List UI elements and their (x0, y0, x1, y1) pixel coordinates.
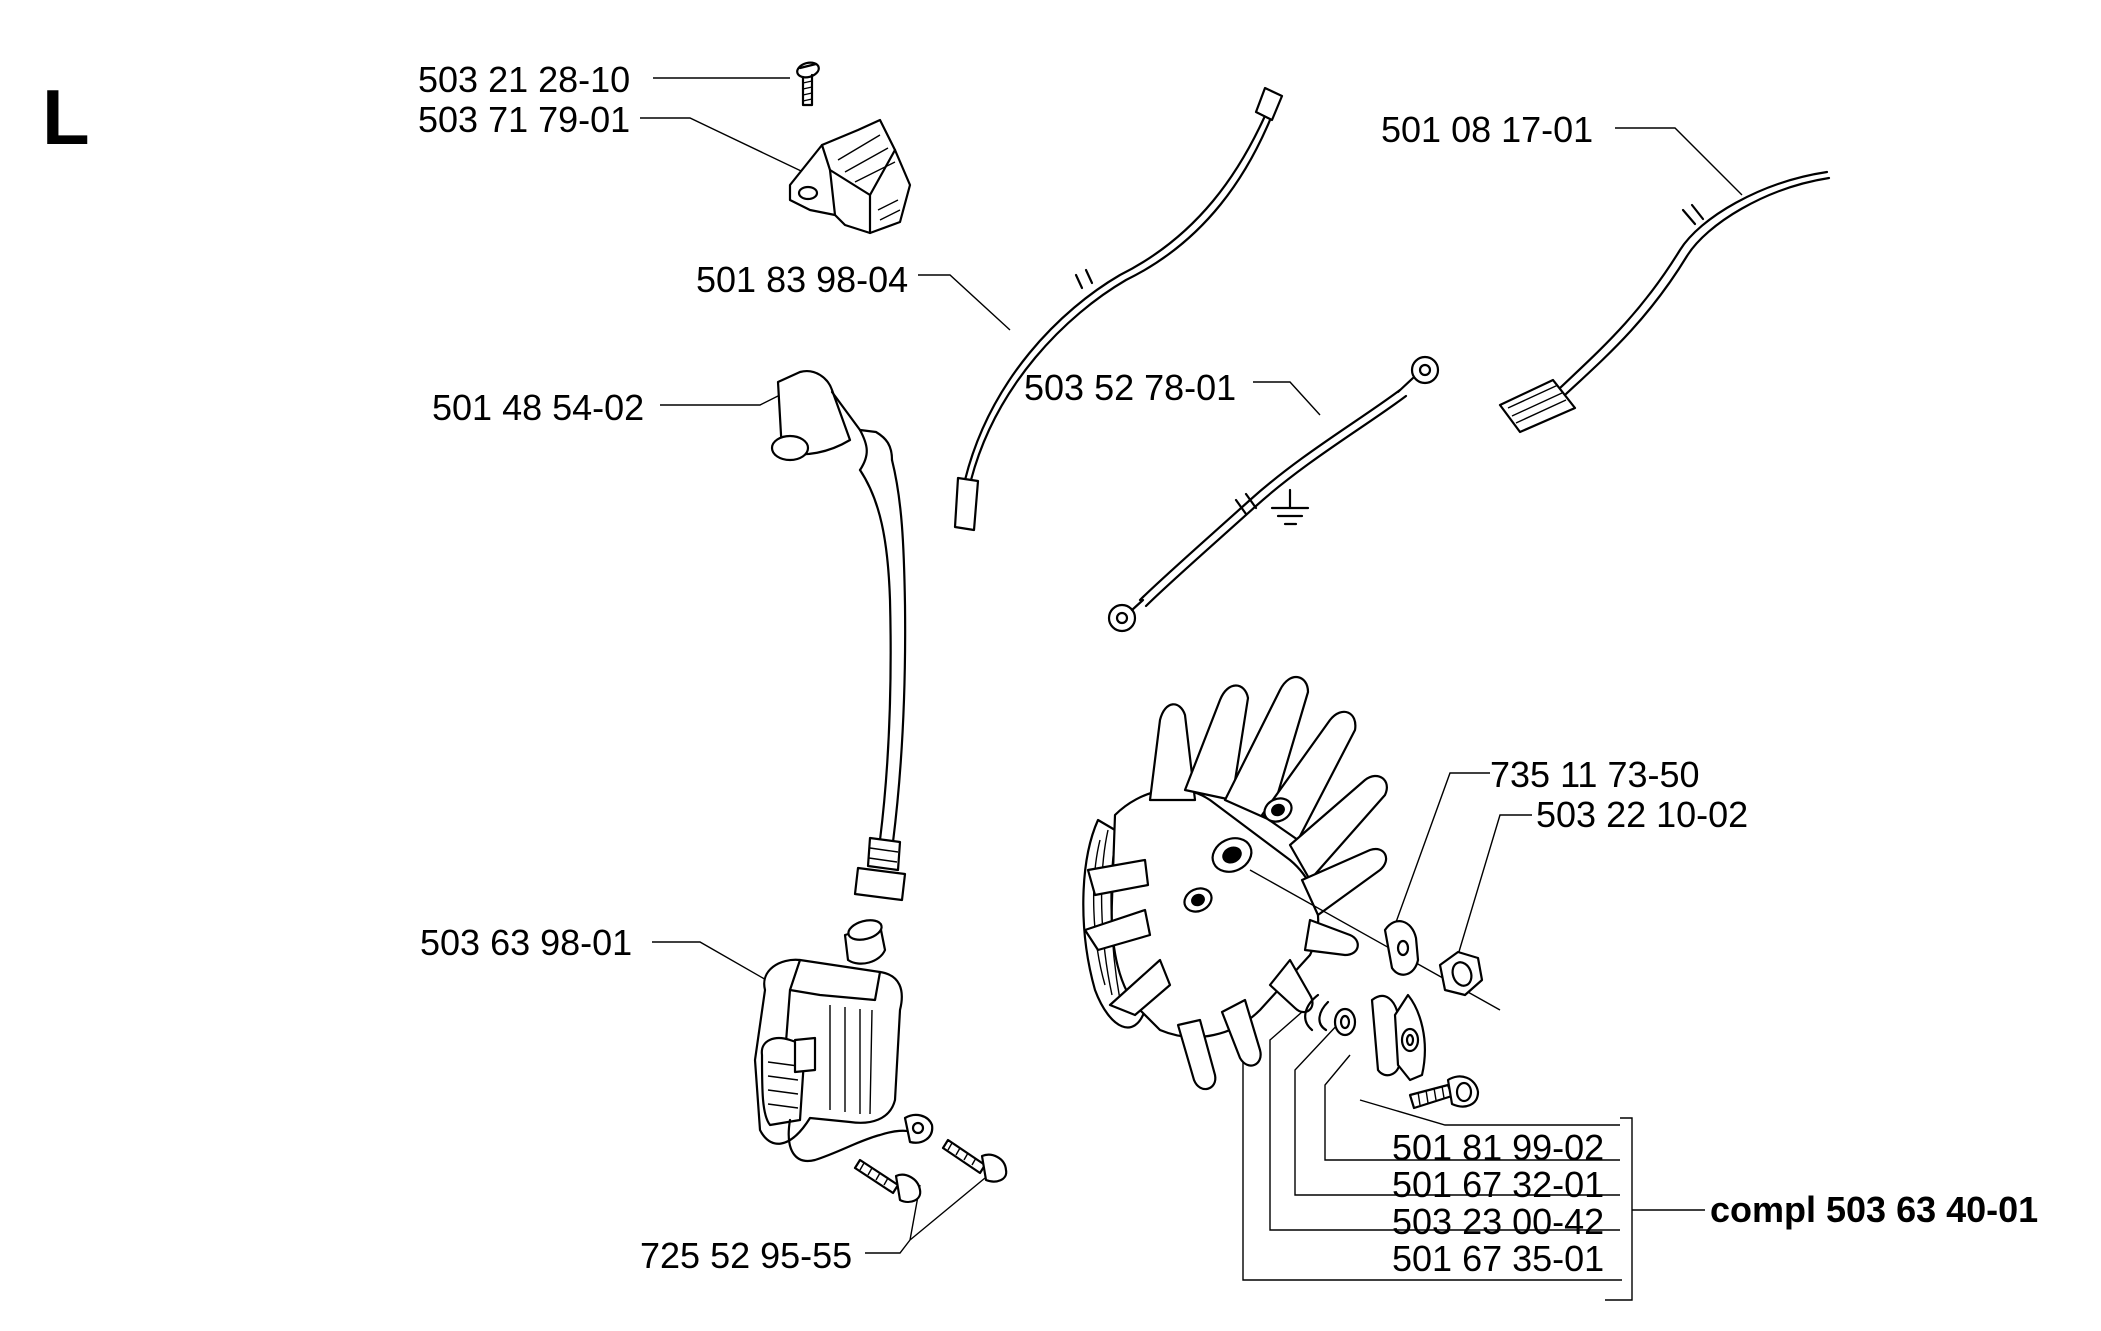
ground-cable (1107, 355, 1440, 633)
label-spark-cap: 501 48 54-02 (432, 387, 645, 428)
stop-switch (788, 118, 912, 235)
cable-long (1498, 170, 1831, 434)
label-complete-kit: compl 503 63 40-01 (1710, 1189, 2039, 1230)
label-module-screws: 725 52 95-55 (640, 1235, 853, 1276)
label-spring: 501 67 32-01 (1392, 1164, 1605, 1205)
label-bushing: 503 23 00-42 (1392, 1201, 1605, 1242)
label-flywheel-nut: 503 22 10-02 (1536, 794, 1749, 835)
label-ground-cable: 503 52 78-01 (1024, 367, 1237, 408)
label-screw-top: 503 21 28-10 (418, 59, 631, 100)
washer (1383, 920, 1420, 976)
ignition-module (753, 919, 934, 1163)
pawl-assembly (1304, 993, 1480, 1110)
label-cable-long: 501 08 17-01 (1381, 109, 1594, 150)
flywheel-nut (1438, 950, 1484, 997)
label-washer: 735 11 73-50 (1490, 754, 1700, 795)
screw-top (796, 61, 820, 107)
label-pawl-screw: 501 81 99-02 (1392, 1127, 1605, 1168)
module-screws (853, 1138, 1008, 1204)
section-letter: L (42, 73, 90, 161)
flywheel (1082, 676, 1501, 1091)
leader-lines (640, 77, 1743, 1301)
label-switch: 503 71 79-01 (418, 99, 631, 140)
label-ignition-module: 503 63 98-01 (420, 922, 633, 963)
spark-plug-cap (770, 370, 907, 902)
cable-short (953, 86, 1284, 532)
ground-symbol-icon (1270, 488, 1310, 526)
label-cable-short: 501 83 98-04 (696, 259, 909, 300)
label-pawl: 501 67 35-01 (1392, 1238, 1605, 1279)
